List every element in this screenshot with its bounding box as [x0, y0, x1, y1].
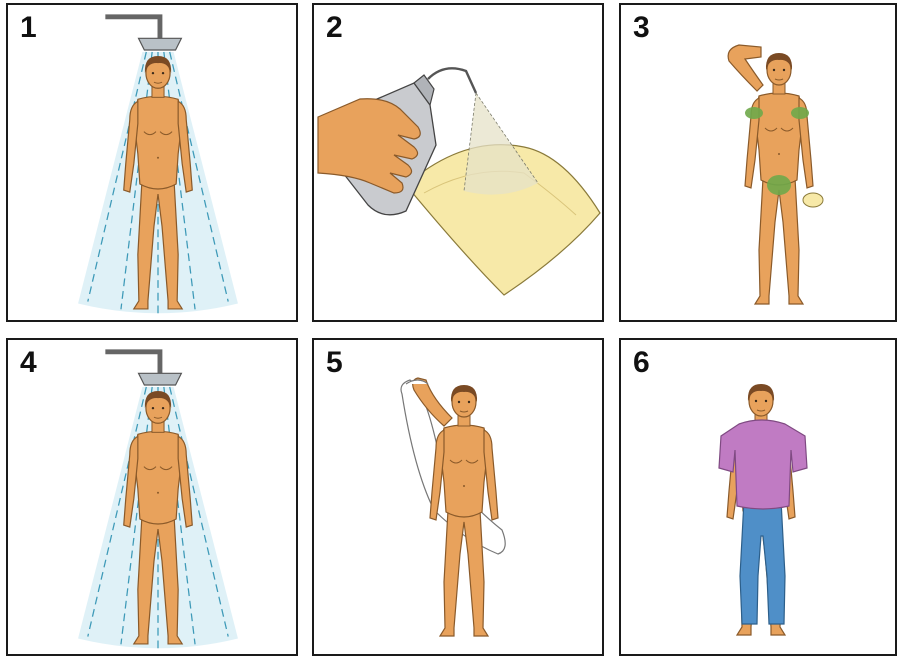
step-panel-1: 1 — [6, 3, 298, 322]
step-panel-3: 3 — [619, 3, 897, 322]
wash-areas-icon — [621, 5, 895, 320]
dressed-icon — [621, 340, 895, 656]
shower-icon — [8, 340, 296, 656]
step-panel-2: 2 — [312, 3, 604, 322]
step-panel-5: 5 — [312, 338, 604, 656]
step-panel-6: 6 — [619, 338, 897, 656]
spray-bottle-icon — [314, 5, 602, 320]
towel-dry-icon — [314, 340, 602, 656]
step-panel-4: 4 — [6, 338, 298, 656]
shower-icon — [8, 5, 296, 320]
